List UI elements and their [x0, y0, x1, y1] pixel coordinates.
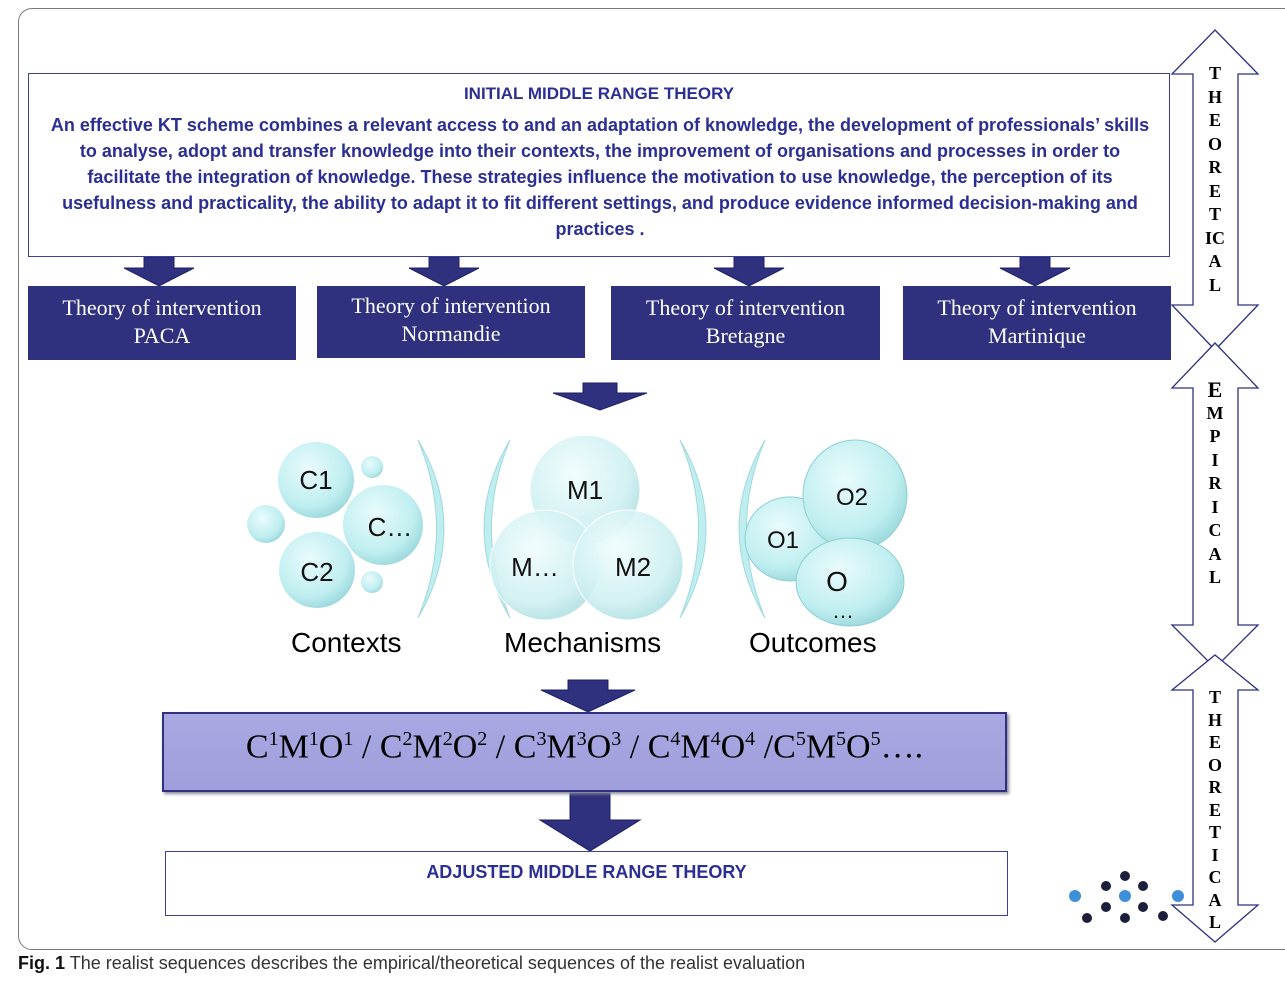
side-letter: E: [1208, 732, 1221, 752]
side-letter: IC: [1204, 227, 1225, 248]
contexts-label: Contexts: [291, 627, 402, 658]
context-bubble-cn: [343, 485, 423, 565]
figure-caption: Fig. 1 The realist sequences describes t…: [18, 953, 805, 974]
side-letter: O: [1207, 754, 1222, 775]
side-letter: E: [1208, 180, 1221, 201]
side-letter: M: [1206, 402, 1224, 423]
initial-theory-box: INITIAL MIDDLE RANGE THEORY An effective…: [28, 73, 1170, 257]
mechanism-m2-label: M2: [614, 552, 652, 582]
bracket-close-2: [679, 439, 707, 619]
side-letter: E: [1208, 110, 1221, 130]
side-arrows: [1170, 29, 1260, 943]
context-bubble-small-2: [361, 456, 383, 478]
mechanism-m1-label: M1: [566, 475, 604, 505]
down-arrow-4: [999, 256, 1071, 287]
side-letter: T: [1208, 204, 1221, 224]
side-letter: A: [1208, 251, 1222, 271]
side-letter: T: [1208, 822, 1221, 842]
side-letter: E: [1208, 799, 1221, 820]
side-letter: H: [1207, 709, 1222, 730]
mechanism-bubble-m2: [572, 509, 684, 621]
intervention-box-paca: Theory of intervention PACA: [28, 286, 296, 360]
side-letter: T: [1208, 687, 1221, 707]
down-arrow-7: [538, 792, 642, 852]
side-letter: A: [1208, 889, 1222, 910]
side-letter: I: [1211, 496, 1219, 517]
side-letter: R: [1208, 777, 1222, 797]
side-arrow-theoretical-bottom: [1170, 654, 1260, 943]
contexts-group: [247, 442, 423, 608]
outcomes-label: Outcomes: [749, 627, 877, 658]
outcome-on-label: O: [826, 566, 848, 597]
bracket-open-1: [483, 439, 511, 619]
intervention-title: Theory of intervention: [62, 295, 262, 320]
bracket-close-1: [417, 439, 445, 619]
side-letter: I: [1211, 449, 1219, 470]
side-letter: H: [1207, 86, 1222, 107]
down-arrow-3: [713, 256, 785, 287]
context-c1-label: C1: [299, 465, 333, 495]
initial-theory-title: INITIAL MIDDLE RANGE THEORY: [463, 84, 735, 103]
context-cn-label: C…: [367, 512, 413, 542]
down-arrow-2: [408, 256, 480, 287]
adjusted-theory-title: ADJUSTED MIDDLE RANGE THEORY: [426, 862, 747, 882]
side-letter: E: [1207, 377, 1223, 402]
outcomes-group: [744, 439, 908, 627]
context-bubble-c1: [278, 442, 354, 518]
side-letter: C: [1208, 867, 1222, 887]
outcome-o1-label: O1: [766, 527, 799, 554]
intervention-title: Theory of intervention: [937, 295, 1137, 320]
down-arrows-top: [123, 256, 1071, 852]
context-bubble-small-3: [361, 571, 383, 593]
side-letter: I: [1211, 844, 1219, 865]
mechanism-mn-label: M…: [511, 552, 559, 582]
down-arrow-5: [552, 382, 648, 411]
intervention-box-normandie: Theory of intervention Normandie: [317, 286, 585, 358]
context-bubble-small-1: [247, 505, 285, 543]
caption-text: The realist sequences describes the empi…: [69, 953, 806, 973]
side-letter: L: [1208, 567, 1221, 587]
intervention-box-bretagne: Theory of intervention Bretagne: [611, 286, 880, 360]
context-c2-label: C2: [300, 557, 334, 587]
intervention-region: PACA: [133, 323, 191, 348]
outcome-bubble-on: [795, 537, 905, 627]
bracket-open-2: [738, 439, 766, 619]
outcome-o2-label: O2: [835, 484, 868, 511]
side-letter: R: [1208, 473, 1222, 493]
cmo-configuration-text: C1M1O1 / C2M2O2 / C3M3O3 / C4M4O4 /C5M5O…: [245, 728, 924, 766]
mechanisms-group: [489, 434, 684, 621]
intervention-region: Martinique: [988, 323, 1086, 348]
figure-frame: [18, 8, 1285, 950]
down-arrow-6: [540, 679, 636, 713]
brackets: [417, 439, 766, 619]
intervention-title: Theory of intervention: [351, 293, 551, 318]
cmo-configuration-box: C1M1O1 / C2M2O2 / C3M3O3 / C4M4O4 /C5M5O…: [162, 712, 1007, 792]
side-letter: O: [1207, 133, 1222, 154]
outcome-on-dots: …: [832, 598, 854, 623]
context-bubble-c2: [279, 532, 355, 608]
side-letter: R: [1208, 157, 1222, 177]
side-letter: L: [1208, 274, 1221, 295]
mechanisms-label: Mechanisms: [504, 627, 662, 658]
side-letter: P: [1209, 426, 1221, 446]
initial-theory-text: An effective KT scheme combines a releva…: [50, 115, 1150, 239]
intervention-title: Theory of intervention: [645, 295, 846, 320]
down-arrow-1: [123, 256, 195, 287]
adjusted-theory-box: ADJUSTED MIDDLE RANGE THEORY: [165, 851, 1008, 916]
intervention-box-martinique: Theory of intervention Martinique: [903, 286, 1171, 360]
intervention-region: Normandie: [401, 321, 501, 346]
intervention-region: Bretagne: [705, 323, 786, 348]
side-letter: A: [1208, 543, 1222, 564]
caption-prefix: Fig. 1: [18, 953, 66, 973]
side-letter: C: [1208, 520, 1222, 540]
side-letter: T: [1208, 63, 1221, 83]
side-letter: L: [1208, 912, 1221, 932]
publisher-dots-logo: [1069, 871, 1184, 923]
